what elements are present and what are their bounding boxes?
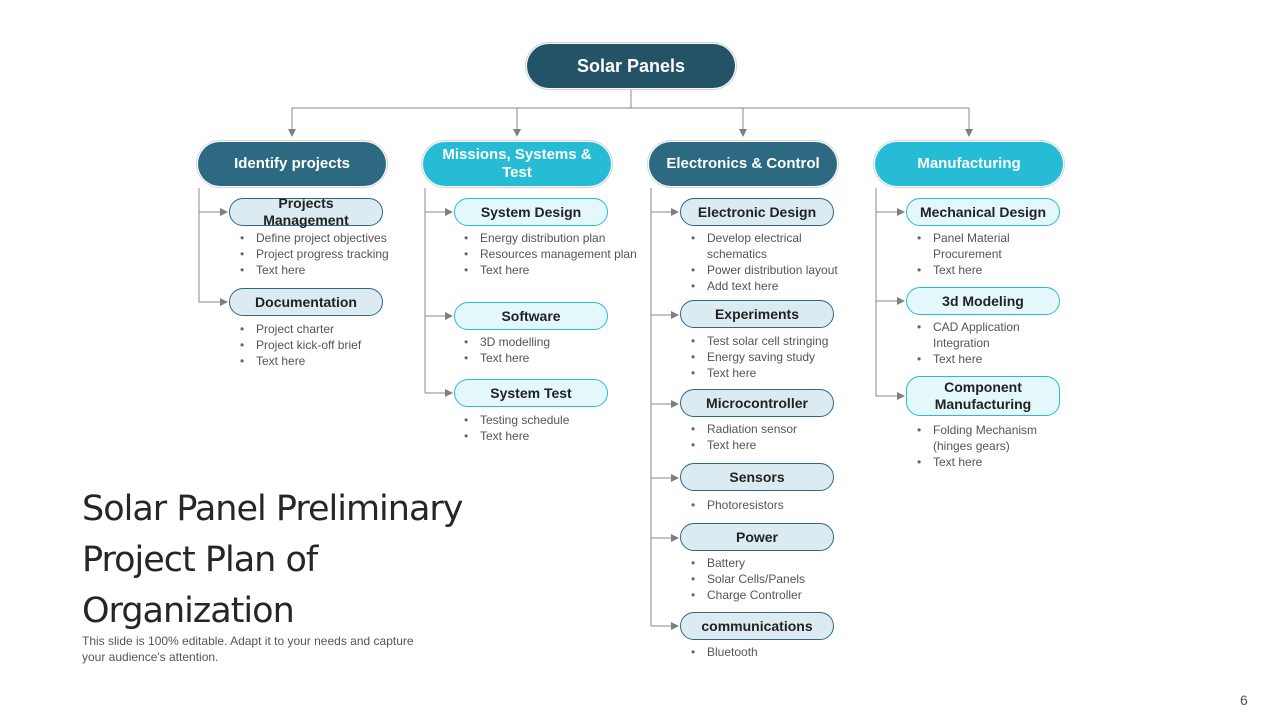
bullet-list: Photoresistors	[689, 497, 859, 513]
bullet-item: Project kick-off brief	[238, 337, 418, 353]
bullet-item: Bluetooth	[689, 644, 859, 660]
bullet-item: Text here	[238, 353, 418, 369]
bullet-item: Text here	[915, 454, 1060, 470]
category-electronics-control: Electronics & Control	[649, 142, 837, 186]
bullet-item: Project charter	[238, 321, 418, 337]
category-missions-systems-test: Missions, Systems & Test	[423, 142, 611, 186]
bullet-item: Radiation sensor	[689, 421, 859, 437]
bullet-list: 3D modelling Text here	[462, 334, 637, 366]
bullet-item: Folding Mechanism (hinges gears)	[915, 422, 1060, 454]
subnode-documentation: Documentation	[229, 288, 383, 316]
bullet-item: Solar Cells/Panels	[689, 571, 859, 587]
bullet-item: CAD Application Integration	[915, 319, 1060, 351]
bullet-list: CAD Application Integration Text here	[915, 319, 1060, 367]
subnode-communications: communications	[680, 612, 834, 640]
bullet-item: Panel Material Procurement	[915, 230, 1060, 262]
bullet-item: Testing schedule	[462, 412, 637, 428]
subnode-electronic-design: Electronic Design	[680, 198, 834, 226]
subnode-3d-modeling: 3d Modeling	[906, 287, 1060, 315]
bullet-item: Text here	[462, 428, 637, 444]
subnode-power: Power	[680, 523, 834, 551]
bullet-list: Develop electrical schematics Power dist…	[689, 230, 859, 294]
bullet-item: Text here	[915, 262, 1060, 278]
bullet-item: Text here	[238, 262, 418, 278]
bullet-item: Energy saving study	[689, 349, 859, 365]
root-node-solar-panels: Solar Panels	[527, 44, 735, 88]
bullet-item: 3D modelling	[462, 334, 637, 350]
bullet-item: Power distribution layout	[689, 262, 859, 278]
subnode-projects-management: Projects Management	[229, 195, 383, 228]
bullet-item: Energy distribution plan	[462, 230, 637, 246]
bullet-list: Bluetooth	[689, 644, 859, 660]
bullet-item: Text here	[689, 437, 859, 453]
bullet-item: Text here	[462, 350, 637, 366]
bullet-item: Test solar cell stringing	[689, 333, 859, 349]
category-identify-projects: Identify projects	[198, 142, 386, 186]
bullet-list: Energy distribution plan Resources manag…	[462, 230, 637, 278]
subnode-system-design: System Design	[454, 198, 608, 226]
subnode-microcontroller: Microcontroller	[680, 389, 834, 417]
bullet-list: Radiation sensor Text here	[689, 421, 859, 453]
subnode-mechanical-design: Mechanical Design	[906, 198, 1060, 226]
bullet-item: Text here	[689, 365, 859, 381]
bullet-item: Resources management plan	[462, 246, 637, 262]
bullet-item: Text here	[462, 262, 637, 278]
subnode-component-manufacturing: Component Manufacturing	[906, 376, 1060, 416]
bullet-list: Define project objectives Project progre…	[238, 230, 418, 278]
bullet-list: Panel Material Procurement Text here	[915, 230, 1060, 278]
bullet-item: Photoresistors	[689, 497, 859, 513]
subnode-experiments: Experiments	[680, 300, 834, 328]
bullet-item: Battery	[689, 555, 859, 571]
bullet-item: Text here	[915, 351, 1060, 367]
bullet-list: Battery Solar Cells/Panels Charge Contro…	[689, 555, 859, 603]
category-manufacturing: Manufacturing	[875, 142, 1063, 186]
subnode-sensors: Sensors	[680, 463, 834, 491]
bullet-item: Define project objectives	[238, 230, 418, 246]
subnode-software: Software	[454, 302, 608, 330]
slide-title: Solar Panel Preliminary Project Plan of …	[82, 489, 464, 631]
bullet-item: Project progress tracking	[238, 246, 418, 262]
bullet-list: Project charter Project kick-off brief T…	[238, 321, 418, 369]
bullet-list: Test solar cell stringing Energy saving …	[689, 333, 859, 381]
slide-subtitle: This slide is 100% editable. Adapt it to…	[82, 634, 414, 664]
bullet-list: Folding Mechanism (hinges gears) Text he…	[915, 422, 1060, 470]
bullet-item: Charge Controller	[689, 587, 859, 603]
bullet-item: Develop electrical schematics	[689, 230, 859, 262]
bullet-item: Add text here	[689, 278, 859, 294]
subnode-system-test: System Test	[454, 379, 608, 407]
page-number: 6	[1240, 692, 1248, 708]
bullet-list: Testing schedule Text here	[462, 412, 637, 444]
